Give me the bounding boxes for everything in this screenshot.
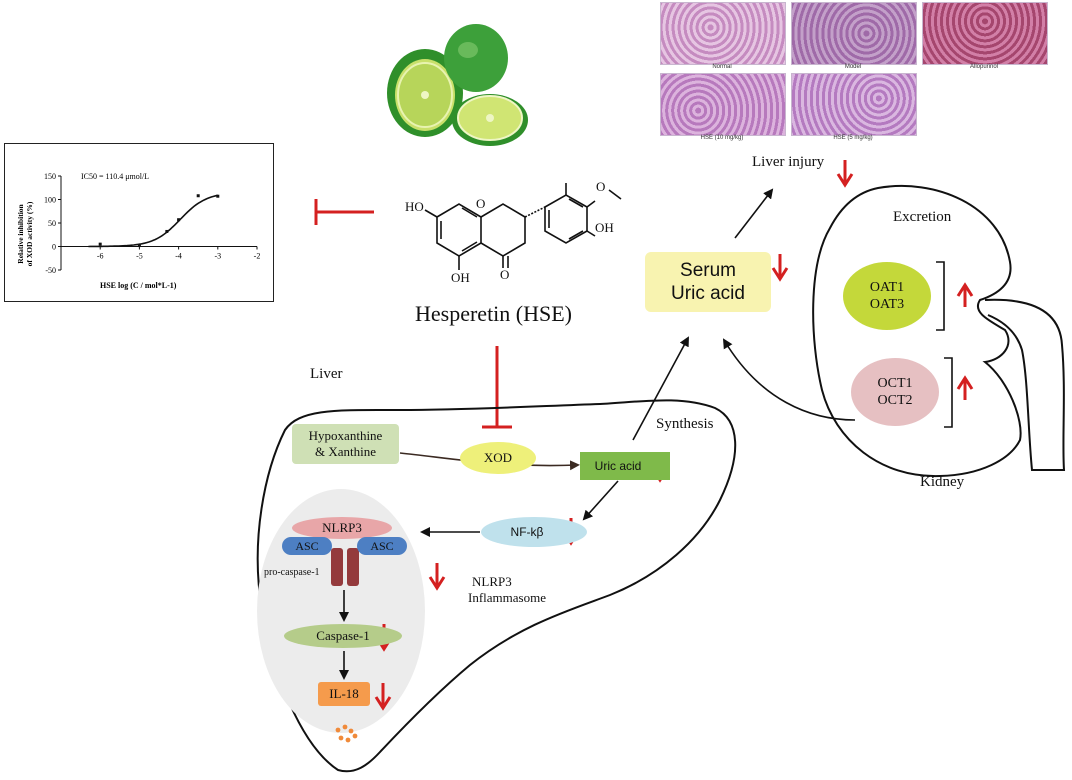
histology-hse5-image [791, 73, 917, 136]
caspase1-ellipse: Caspase-1 [284, 624, 402, 648]
chart-y-label-line1: Relative inhibition [16, 203, 25, 263]
xod-inhibition-chart-panel: 150 100 50 0 -50 -6 -5 -4 -3 -2 IC50 = 110.4 μmo… [4, 143, 274, 302]
histology-caption-normal: Normal [712, 64, 732, 70]
compound-name: Hesperetin (HSE) [415, 301, 573, 326]
synthesis-label: Synthesis [656, 416, 714, 432]
atom-ring-o: O [476, 196, 486, 211]
histology-hse10-image [660, 73, 786, 136]
serum-label: Serum [680, 260, 736, 281]
chart-y-tick-label: 150 [44, 172, 56, 181]
asc-left-pill: ASC [282, 537, 332, 555]
data-point [165, 229, 169, 233]
oct1-label: OCT1 [877, 376, 913, 391]
nlrp3-ellipse: NLRP3 [292, 517, 392, 539]
serum-uric-acid-label: Uric acid [671, 283, 745, 304]
arrow-uric-to-nfkb [582, 480, 619, 521]
kidney-outline [812, 184, 1022, 478]
oat3-label: OAT3 [869, 297, 905, 312]
atom-ho-left: HO [405, 199, 424, 214]
histology-allopurinol-image [922, 2, 1048, 65]
xanthine-label: & Xanthine [314, 444, 376, 459]
hesperetin-structure [424, 183, 622, 270]
chart-x-tick-label: -4 [175, 252, 182, 261]
pro-caspase-label: pro-caspase-1 [264, 567, 320, 578]
data-point [177, 218, 181, 222]
kidney-label: Kidney [920, 474, 965, 490]
chart-x-label: HSE log (C / mol*L-1) [100, 281, 177, 290]
ureter-outline [984, 298, 1066, 471]
atom-oh-bottom: OH [451, 270, 470, 285]
serum-uric-down-arrow [771, 252, 789, 281]
histology-normal-image [660, 2, 786, 65]
liver-injury-label: Liver injury [752, 154, 825, 170]
asc-right-pill: ASC [357, 537, 407, 555]
chart-y-label-line2: of XOD activity (%) [25, 201, 34, 266]
oct-up-arrow [956, 376, 974, 402]
inflammasome-down-arrow [428, 561, 446, 590]
histology-caption-allopurinol: Allopurinol [969, 64, 999, 70]
chart-y-tick-label: -50 [45, 266, 56, 275]
chart-y-tick-label: 0 [52, 243, 56, 252]
xod-inhibition-chart: 150 100 50 0 -50 -6 -5 -4 -3 -2 IC50 = 110.4 μmo… [16, 172, 261, 290]
il18-box: IL-18 [318, 682, 370, 706]
lime-fruit-illustration [387, 24, 528, 146]
oct-transporter-ellipse: OCT1 OCT2 [851, 358, 939, 426]
data-point [216, 194, 220, 198]
histology-model-image [791, 2, 917, 65]
data-point [98, 242, 102, 246]
arrow-synthesis-to-serum [632, 336, 689, 441]
hypoxanthine-xanthine-box: Hypoxanthine & Xanthine [292, 424, 399, 464]
serum-uric-acid-box: Serum Uric acid [645, 252, 771, 312]
liver-uric-acid-label: Uric acid [594, 459, 642, 473]
hypoxanthine-label: Hypoxanthine [308, 428, 383, 443]
atom-ketone-o: O [500, 267, 510, 282]
liver-label: Liver [310, 366, 343, 382]
histology-caption-hse5: HSE (5 mg/kg) [833, 135, 873, 141]
inhibition-bar-to-chart [314, 199, 374, 225]
oat-up-arrow [956, 283, 974, 309]
chart-y-tick-label: 100 [44, 196, 56, 205]
chart-y-ticks: 150 100 50 0 -50 [44, 172, 61, 275]
oct-bracket [944, 357, 953, 428]
oat-transporter-ellipse: OAT1 OAT3 [843, 262, 931, 330]
chart-x-tick-label: -5 [136, 252, 143, 261]
liver-injury-down-arrow [836, 158, 854, 187]
data-point [196, 194, 200, 198]
inflammasome-label-line1: NLRP3 [472, 574, 512, 589]
inflammasome-label: NLRP3 Inflammasome [468, 574, 546, 606]
atom-methoxy-o: O [596, 179, 606, 194]
inhibition-bar-to-xod [482, 346, 512, 429]
chart-annotation: IC50 = 110.4 μmol/L [81, 172, 149, 181]
secreted-il18-dots [335, 724, 358, 743]
arrow-oct-to-serum [722, 338, 856, 421]
atom-oh-right: OH [595, 220, 614, 235]
nfkb-label: NF-kβ [510, 525, 544, 539]
chart-x-tick-label: -6 [97, 252, 104, 261]
oct2-label: OCT2 [877, 393, 913, 408]
inflammasome-label-line2: Inflammasome [468, 590, 546, 605]
chart-y-tick-label: 50 [48, 219, 56, 228]
chart-x-tick-label: -3 [214, 252, 221, 261]
fit-curve [88, 194, 218, 248]
histology-caption-hse10: HSE (10 mg/kg) [700, 135, 744, 141]
data-point [137, 244, 141, 248]
pro-caspase-bar-left [331, 548, 343, 586]
liver-uric-acid-box: Uric acid [580, 452, 670, 480]
data-points [98, 194, 220, 248]
arrow-serum-to-liver-injury [734, 188, 774, 239]
nfkb-ellipse: NF-kβ [481, 517, 587, 547]
excretion-label: Excretion [893, 209, 952, 225]
histology-caption-model: Model [844, 64, 862, 70]
pro-caspase-bar-right [347, 548, 359, 586]
chart-x-ticks: -6 -5 -4 -3 -2 [97, 246, 261, 261]
oat1-label: OAT1 [869, 280, 905, 295]
oat-bracket [936, 261, 945, 331]
xod-enzyme-ellipse: XOD [460, 442, 536, 474]
chart-x-tick-label: -2 [254, 252, 261, 261]
